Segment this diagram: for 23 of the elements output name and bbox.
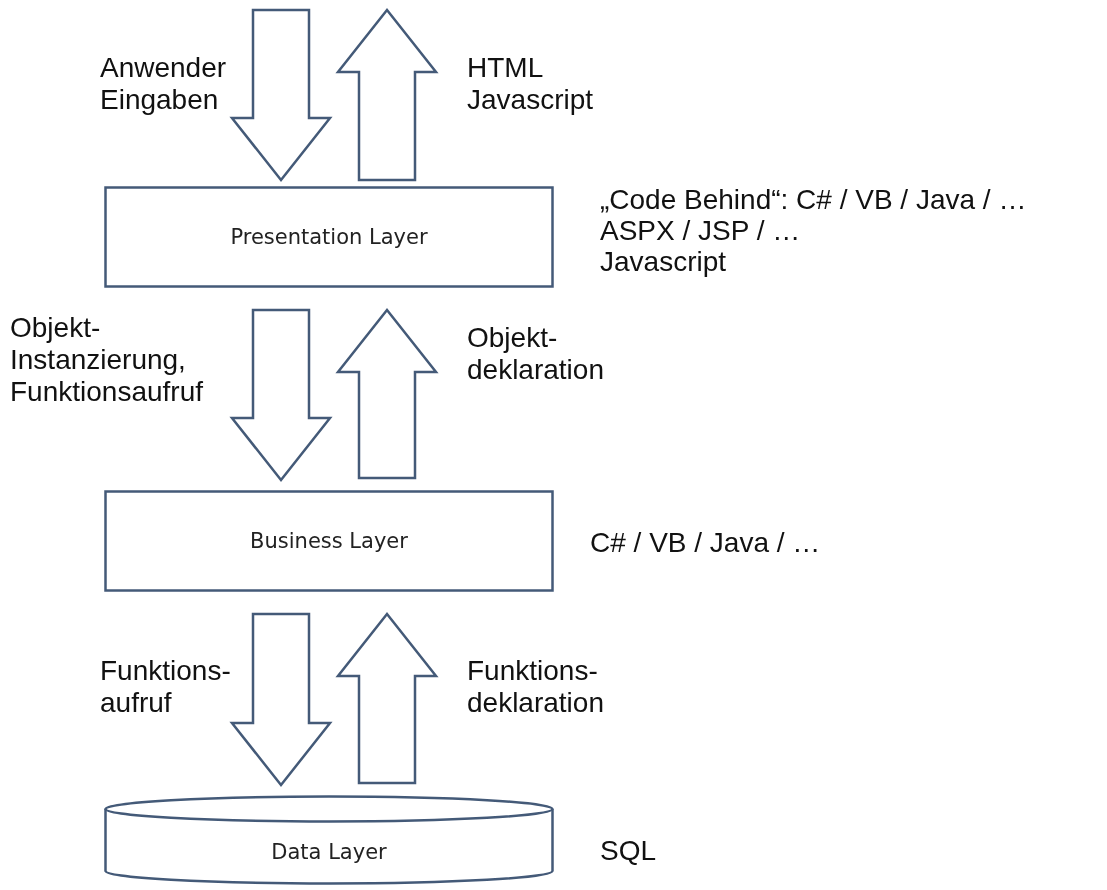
technology-note: SQL — [600, 835, 657, 867]
block-arrow — [335, 8, 439, 182]
layer-name: Data Layer — [271, 840, 387, 864]
edge-label: Anwender Eingaben — [100, 52, 228, 116]
layer-name: Business Layer — [250, 529, 408, 553]
block-arrow — [229, 612, 333, 787]
technology-note: Javascript — [600, 246, 727, 278]
layer-name: Presentation Layer — [230, 225, 428, 249]
edge-label: Funktions- deklaration — [467, 655, 605, 719]
database-cylinder — [104, 795, 554, 885]
edge-label: HTML Javascript — [467, 52, 595, 116]
layer-box — [104, 490, 554, 592]
block-arrow — [229, 308, 333, 482]
edge-label: Objekt- Instanzierung, Funktionsaufruf — [10, 312, 204, 408]
block-arrow — [229, 8, 333, 182]
block-arrow — [335, 308, 439, 480]
edge-label: Objekt- deklaration — [467, 322, 605, 386]
technology-note: „Code Behind“: C# / VB / Java / … — [600, 184, 1027, 216]
layer-box — [104, 186, 554, 288]
edge-label: Funktions- aufruf — [100, 655, 230, 719]
technology-note: C# / VB / Java / … — [590, 527, 821, 559]
block-arrow — [335, 612, 439, 785]
technology-note: ASPX / JSP / … — [600, 215, 801, 247]
